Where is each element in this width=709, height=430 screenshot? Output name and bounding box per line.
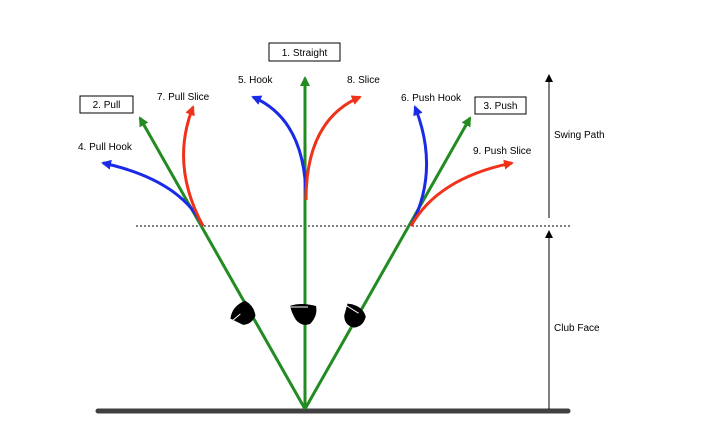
label-box	[474, 96, 527, 115]
label-slice: 8. Slice	[347, 75, 380, 86]
label-pull-slice: 7. Pull Slice	[157, 92, 210, 103]
club-head-open-icon	[344, 303, 366, 328]
path-line-push	[303, 116, 472, 410]
shot-label: 1. Straight	[282, 48, 328, 59]
label-box	[268, 42, 341, 62]
label-hook: 5. Hook	[238, 75, 273, 86]
label-push-hook: 6. Push Hook	[401, 93, 462, 104]
shot-label: 2. Pull	[93, 100, 121, 111]
curve-push-slice	[409, 159, 514, 227]
curve-slice	[304, 95, 362, 201]
curve-push-hook	[409, 105, 428, 227]
club-head-square-icon	[290, 304, 317, 325]
shot-label: 3. Push	[484, 101, 518, 112]
swing-path-label: Swing Path	[554, 130, 605, 141]
curve-pull-hook	[101, 159, 205, 227]
label-pull-hook: 4. Pull Hook	[78, 142, 133, 153]
club-head-closed-icon	[228, 300, 256, 325]
curve-pull-slice	[182, 105, 205, 227]
label-push: 3. Push	[474, 96, 527, 115]
label-box	[79, 95, 134, 114]
label-push-slice: 9. Push Slice	[473, 146, 532, 157]
club-face-label: Club Face	[554, 323, 600, 334]
curve-hook	[251, 95, 308, 201]
path-line-pull	[138, 116, 307, 410]
label-pull: 2. Pull	[79, 95, 134, 114]
label-straight: 1. Straight	[268, 42, 341, 62]
